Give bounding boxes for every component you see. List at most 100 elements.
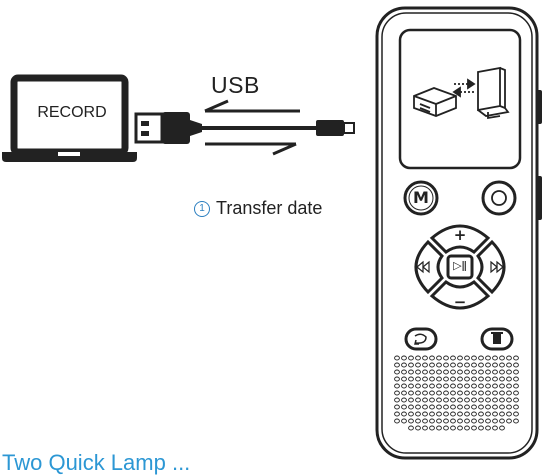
speaker-hole [415,355,421,361]
speaker-hole [401,369,407,375]
record-button[interactable] [481,180,517,216]
speaker-hole [506,355,512,361]
speaker-hole [429,404,435,410]
speaker-hole [401,418,407,424]
speaker-hole [443,397,449,403]
speaker-hole [485,369,491,375]
speaker-hole [485,411,491,417]
speaker-hole [485,390,491,396]
speaker-hole [443,362,449,368]
speaker-hole [408,369,414,375]
speaker-hole [492,362,498,368]
usb-plug-icon [134,112,202,144]
next-button[interactable] [476,239,506,295]
speaker-hole [478,369,484,375]
speaker-hole [401,411,407,417]
menu-button-label: M [413,188,429,207]
speaker-hole [394,418,400,424]
speaker-hole [443,355,449,361]
speaker-hole [429,411,435,417]
speaker-hole [513,369,519,375]
play-pause-button[interactable] [446,254,474,280]
trash-icon [491,332,503,344]
speaker-hole [457,362,463,368]
speaker-hole [422,376,428,382]
speaker-hole [429,362,435,368]
speaker-hole [464,397,470,403]
speaker-hole [513,355,519,361]
speaker-hole [457,404,463,410]
speaker-hole [464,418,470,424]
previous-button[interactable] [414,239,444,295]
speaker-hole [450,355,456,361]
speaker-hole [485,425,491,431]
speaker-hole [415,390,421,396]
speaker-hole [499,425,505,431]
speaker-hole [443,390,449,396]
speaker-hole [506,397,512,403]
laptop-screen-text: RECORD [37,104,107,121]
speaker-hole [492,369,498,375]
pc-connection-icon [413,66,510,120]
speaker-hole [408,425,414,431]
speaker-hole [513,390,519,396]
speaker-hole [457,390,463,396]
volume-up-button[interactable] [429,224,491,254]
speaker-hole [492,376,498,382]
speaker-hole [478,425,484,431]
laptop-icon [2,74,137,162]
menu-button[interactable] [403,180,439,216]
speaker-hole [485,376,491,382]
speaker-hole [457,411,463,417]
speaker-hole [492,397,498,403]
speaker-hole [513,397,519,403]
speaker-hole [422,404,428,410]
speaker-hole [506,376,512,382]
speaker-hole [422,411,428,417]
speaker-hole [401,397,407,403]
speaker-hole [457,383,463,389]
speaker-hole [499,390,505,396]
speaker-hole [422,390,428,396]
speaker-hole [478,376,484,382]
speaker-hole [415,376,421,382]
speaker-hole [492,418,498,424]
speaker-hole [422,355,428,361]
speaker-hole [464,362,470,368]
speaker-hole [464,390,470,396]
speaker-hole [408,376,414,382]
back-button[interactable] [404,327,438,351]
speaker-hole [492,383,498,389]
speaker-hole [436,355,442,361]
speaker-hole [429,418,435,424]
speaker-hole [422,418,428,424]
speaker-hole [506,390,512,396]
speaker-hole [436,404,442,410]
speaker-hole [478,411,484,417]
speaker-hole [394,362,400,368]
speaker-hole [492,390,498,396]
speaker-hole [394,383,400,389]
step-caption-text: Transfer date [216,198,323,218]
speaker-hole [471,355,477,361]
speaker-hole [485,355,491,361]
delete-button[interactable] [480,327,514,351]
speaker-hole [422,425,428,431]
speaker-hole [443,411,449,417]
speaker-hole [436,411,442,417]
speaker-hole [499,418,505,424]
speaker-hole [429,376,435,382]
speaker-hole [485,418,491,424]
speaker-hole [492,425,498,431]
speaker-hole [464,355,470,361]
speaker-hole [436,369,442,375]
speaker-hole [408,390,414,396]
speaker-hole [471,411,477,417]
speaker-hole [401,362,407,368]
speaker-hole [443,369,449,375]
speaker-hole [478,355,484,361]
volume-down-button[interactable] [429,280,491,310]
speaker-hole [513,411,519,417]
speaker-hole [492,404,498,410]
speaker-hole [401,376,407,382]
